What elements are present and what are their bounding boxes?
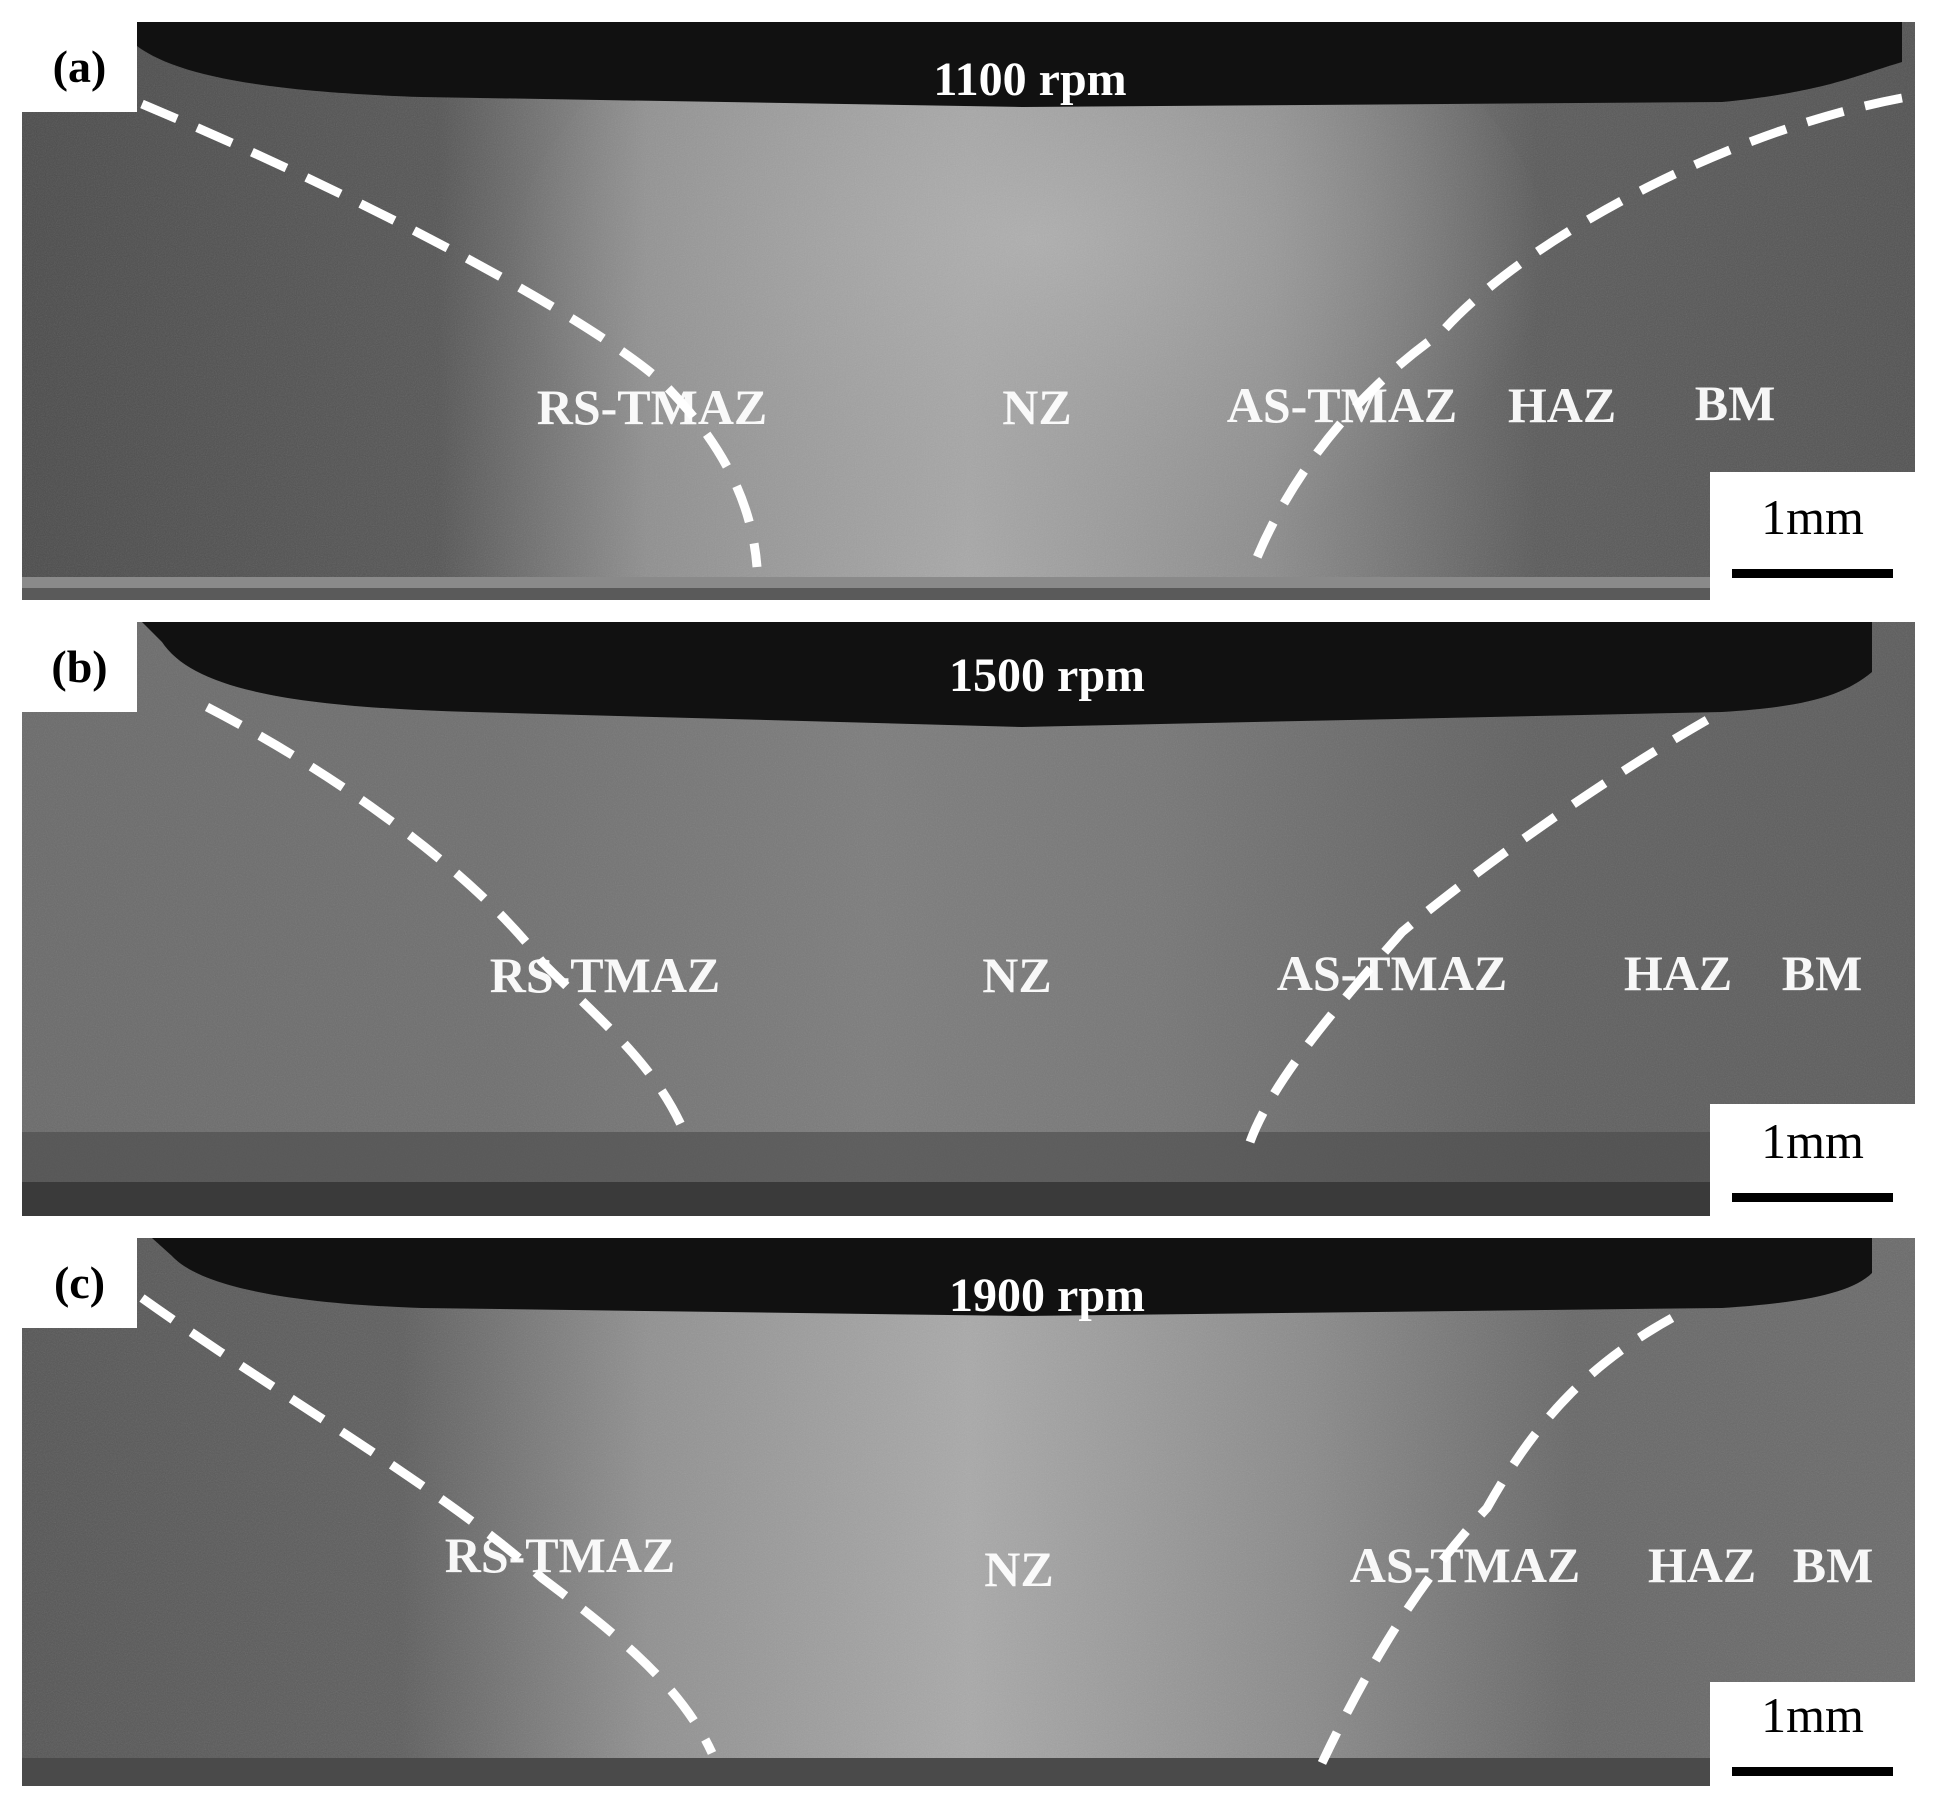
rotation-speed-label: 1500 rpm <box>949 649 1145 702</box>
panel-c: (c) 1900 rpm RS-TMAZ NZ AS-TMAZ HAZ BM 1… <box>22 1238 1915 1786</box>
panel-tag: (a) <box>22 22 137 112</box>
as-boundary-a <box>1247 93 1903 572</box>
zone-label-rs-tmaz: RS-TMAZ <box>444 1527 676 1583</box>
scale-bar-box: 1mm <box>1710 1682 1915 1786</box>
scale-bar <box>1732 569 1893 578</box>
rs-boundary-c <box>139 1294 717 1755</box>
zone-label-nz: NZ <box>1002 379 1072 435</box>
zone-label-nz: NZ <box>982 947 1052 1003</box>
rotation-speed-label: 1900 rpm <box>949 1269 1145 1322</box>
scale-bar <box>1732 1767 1893 1776</box>
scale-bar-label: 1mm <box>1761 489 1864 545</box>
zone-label-as-tmaz: AS-TMAZ <box>1226 377 1458 433</box>
panel-b: (b) 1500 rpm RS-TMAZ NZ AS-TMAZ HAZ BM 1… <box>22 622 1915 1216</box>
micrograph-b <box>22 622 1915 1216</box>
zone-label-as-tmaz: AS-TMAZ <box>1349 1537 1581 1593</box>
zone-label-bm: BM <box>1792 1537 1874 1593</box>
as-boundary-c <box>1317 1314 1675 1765</box>
zone-label-bm: BM <box>1781 945 1863 1001</box>
micrograph-c <box>22 1238 1915 1786</box>
rotation-speed-label: 1100 rpm <box>933 53 1127 106</box>
rs-boundary-a <box>140 99 762 568</box>
zone-label-haz: HAZ <box>1623 945 1733 1001</box>
zone-label-bm: BM <box>1694 375 1776 431</box>
zone-label-haz: HAZ <box>1647 1537 1757 1593</box>
zone-label-rs-tmaz: RS-TMAZ <box>489 947 721 1003</box>
panel-a: (a) 1100 rpm RS-TMAZ NZ AS-TMAZ HAZ BM 1… <box>22 22 1915 600</box>
zone-label-nz: NZ <box>984 1541 1054 1597</box>
zone-label-as-tmaz: AS-TMAZ <box>1276 945 1508 1001</box>
as-boundary-b <box>1245 716 1710 1144</box>
zone-label-rs-tmaz: RS-TMAZ <box>536 379 768 435</box>
scale-bar-label: 1mm <box>1761 1113 1864 1169</box>
panel-tag: (b) <box>22 622 137 712</box>
scale-bar-box: 1mm <box>1710 1104 1915 1216</box>
zone-label-haz: HAZ <box>1507 377 1617 433</box>
scale-bar-box: 1mm <box>1710 472 1915 600</box>
scale-bar <box>1732 1193 1893 1202</box>
micrograph-a <box>22 22 1915 600</box>
scale-bar-label: 1mm <box>1761 1687 1864 1743</box>
rs-boundary-b <box>204 703 687 1129</box>
panel-tag: (c) <box>22 1238 137 1328</box>
